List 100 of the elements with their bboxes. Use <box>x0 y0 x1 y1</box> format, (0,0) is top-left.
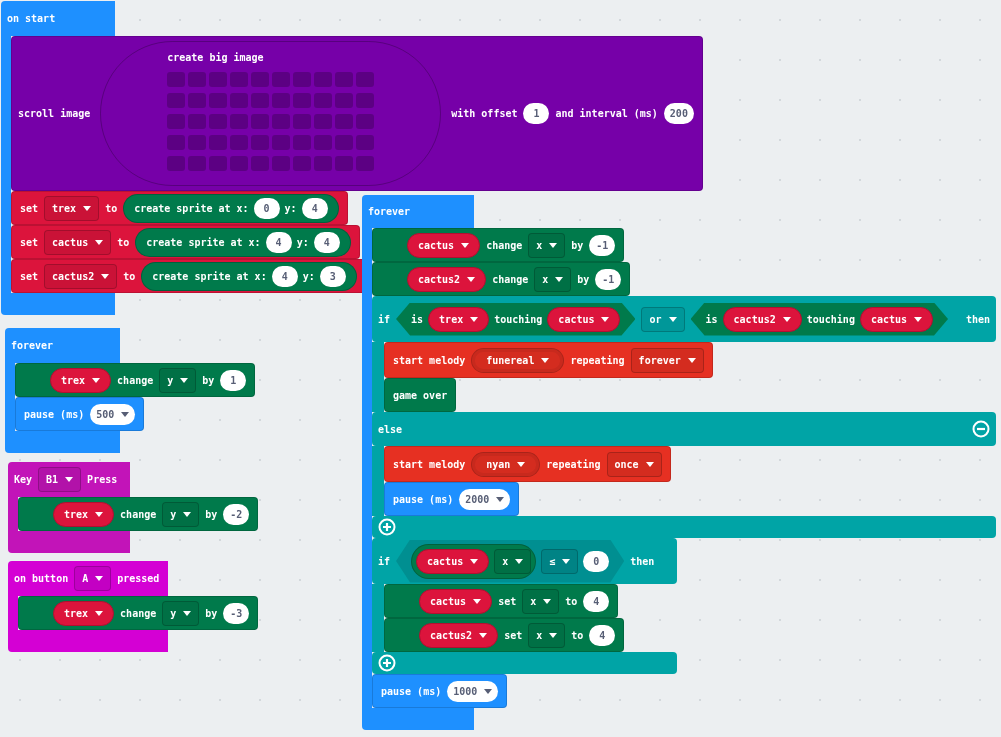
number-dropdown: 2000 <box>459 488 511 510</box>
block-label: set <box>20 202 39 214</box>
variable-dropdown: trex <box>53 501 115 527</box>
variable-dropdown: cactus <box>547 306 621 332</box>
number-field: 3 <box>319 265 346 287</box>
block-label: to <box>123 270 136 282</box>
block-label: on button <box>14 573 69 584</box>
dropdown-field: forever <box>630 347 704 373</box>
block-label: and interval (ms) <box>555 108 658 119</box>
block-label: if <box>378 313 391 325</box>
dropdown-field: cactus2 <box>44 263 118 289</box>
dropdown-field: funereal <box>471 347 565 373</box>
dropdown-field: x <box>494 548 532 574</box>
statement-block <box>384 618 625 652</box>
dropdown-field: x <box>522 588 560 614</box>
block-label: forever <box>368 206 411 217</box>
variable-dropdown: trex <box>428 306 490 332</box>
block-label: set <box>504 629 523 641</box>
block-label: create sprite at x: <box>134 202 249 214</box>
dropdown-field: B1 <box>38 467 82 492</box>
variable-dropdown: cactus <box>407 232 481 258</box>
block-label: to <box>117 236 130 248</box>
dropdown-field: x <box>528 232 566 258</box>
statement-block <box>372 674 508 708</box>
variable-dropdown: cactus2 <box>419 622 499 648</box>
dropdown-field: ≤ <box>541 548 579 574</box>
number-field: -1 <box>589 234 616 256</box>
block-label: touching <box>494 313 543 325</box>
dropdown-field: A <box>74 566 112 591</box>
block-label: y: <box>284 202 297 214</box>
number-field: 4 <box>265 231 292 253</box>
reporter-block <box>135 227 351 257</box>
block-label: by <box>205 607 218 619</box>
if-block <box>372 538 677 674</box>
dropdown-field: or <box>641 306 685 332</box>
statement-block <box>15 363 256 397</box>
number-dropdown: 500 <box>90 403 136 425</box>
reporter-block <box>141 261 357 291</box>
block-label: change <box>492 273 529 285</box>
statement-block <box>372 228 625 262</box>
statement-block <box>18 497 259 531</box>
statement-block <box>384 584 619 618</box>
dropdown-field: trex <box>44 195 100 221</box>
number-field: 200 <box>663 103 694 124</box>
number-field: 0 <box>583 550 610 572</box>
block-label: create big image <box>167 52 264 63</box>
block-label: with offset <box>451 108 518 119</box>
block-label: change <box>117 374 154 386</box>
number-field: -2 <box>223 503 250 525</box>
block-label: Key <box>14 474 33 485</box>
block-label: scroll image <box>18 108 91 119</box>
block-label: pause (ms) <box>24 408 85 420</box>
block-label: create sprite at x: <box>146 236 261 248</box>
number-field: 1 <box>220 369 247 391</box>
statement-block <box>384 342 713 378</box>
statement-block <box>11 225 360 259</box>
block-label: start melody <box>393 458 466 470</box>
statement-block <box>11 36 703 191</box>
number-field: 4 <box>301 197 328 219</box>
block-label: touching <box>806 313 855 325</box>
dropdown-field: cactus <box>44 229 112 255</box>
block-label: start melody <box>393 354 466 366</box>
block-label: to <box>105 202 118 214</box>
number-field: 0 <box>253 197 280 219</box>
block-label: y: <box>302 270 315 282</box>
block-label: by <box>205 508 218 520</box>
dropdown-field: y <box>162 600 200 626</box>
block-label: forever <box>11 340 54 351</box>
block-label: change <box>486 239 523 251</box>
number-dropdown: 1000 <box>447 680 499 702</box>
block-label: then <box>965 313 990 325</box>
block-label: repeating <box>570 354 625 366</box>
reporter-block <box>411 543 537 579</box>
reporter-block <box>123 193 339 223</box>
block-label: to <box>565 595 578 607</box>
dropdown-field: y <box>159 367 197 393</box>
statement-block <box>11 191 348 225</box>
variable-dropdown: trex <box>50 367 112 393</box>
if-block <box>372 296 996 538</box>
event-block <box>8 561 259 652</box>
statement-block <box>18 596 259 630</box>
variable-dropdown: cactus <box>416 548 490 574</box>
block-label: change <box>120 607 157 619</box>
dropdown-field: nyan <box>471 451 541 477</box>
dropdown-field: x <box>528 622 566 648</box>
variable-dropdown: cactus2 <box>407 266 487 292</box>
block-label: create sprite at x: <box>152 270 267 282</box>
block-label: set <box>498 595 517 607</box>
block-label: by <box>571 239 584 251</box>
block-label: repeating <box>546 458 601 470</box>
number-field: 4 <box>589 624 616 646</box>
dropdown-field: x <box>534 266 572 292</box>
block-label: pause (ms) <box>393 493 454 505</box>
variable-dropdown: cactus <box>419 588 493 614</box>
block-label: by <box>202 374 215 386</box>
block-label: on start <box>7 13 56 24</box>
block-label: set <box>20 270 39 282</box>
dropdown-field: y <box>162 501 200 527</box>
variable-dropdown: cactus2 <box>722 306 802 332</box>
variable-dropdown: trex <box>53 600 115 626</box>
